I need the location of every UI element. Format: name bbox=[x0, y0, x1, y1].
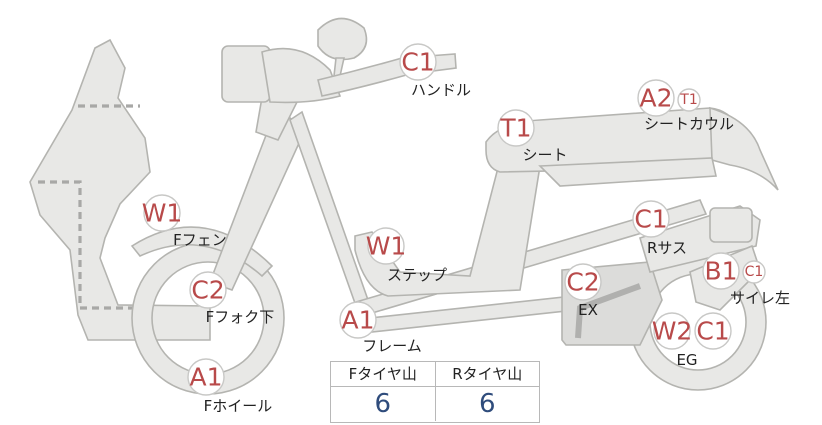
front-tread-value: 6 bbox=[374, 389, 392, 419]
label-f-wheel: Fホイール bbox=[204, 397, 273, 415]
mirror-shape bbox=[317, 17, 368, 61]
grade-exhaust: C2 bbox=[566, 268, 599, 297]
rear-tread-value: 6 bbox=[434, 387, 540, 421]
tread-table-header-row: Fタイヤ山 Rタイヤ山 bbox=[331, 362, 539, 387]
callout-muffler: B1 C1 サイレ左 bbox=[702, 252, 790, 307]
grade2-muffler: C1 bbox=[745, 264, 764, 280]
callout-exhaust: C2 EX bbox=[564, 263, 602, 319]
label-seat: シート bbox=[522, 146, 567, 164]
air-box-shape bbox=[709, 207, 753, 243]
callout-f-fork: C2 Fフォク下 bbox=[189, 271, 275, 326]
tire-tread-table: Fタイヤ山 Rタイヤ山 6 6 bbox=[330, 361, 540, 423]
callout-r-suspension: C1 Rサス bbox=[632, 200, 687, 257]
callout-engine: W2 C1 EG bbox=[652, 312, 732, 369]
grade-muffler: B1 bbox=[704, 257, 737, 286]
grade-f-wheel: A1 bbox=[189, 363, 222, 392]
grade-engine: W2 bbox=[652, 317, 693, 346]
grade-step: W1 bbox=[366, 232, 407, 261]
seat-cowl-shape bbox=[709, 106, 779, 191]
label-engine: EG bbox=[676, 351, 697, 369]
tail-shape bbox=[538, 157, 717, 187]
grade-seat: T1 bbox=[499, 114, 531, 143]
label-f-fender: Fフェン bbox=[173, 231, 227, 249]
grade-seat-cowl: A2 bbox=[639, 84, 672, 113]
label-exhaust: EX bbox=[578, 301, 598, 319]
label-f-fork: Fフォク下 bbox=[206, 308, 275, 326]
grade-frame: A1 bbox=[341, 306, 374, 335]
tread-table-value-row: 6 6 bbox=[331, 387, 539, 421]
label-muffler: サイレ左 bbox=[730, 289, 790, 307]
callout-seat: T1 シート bbox=[497, 109, 568, 164]
grade-f-fender: W1 bbox=[142, 199, 183, 228]
step-shape bbox=[354, 159, 541, 297]
callout-handle: C1 ハンドル bbox=[399, 43, 471, 99]
exhaust-pipe-shape bbox=[575, 283, 642, 339]
label-handle: ハンドル bbox=[411, 81, 471, 99]
callout-frame: A1 フレーム bbox=[339, 301, 422, 355]
callout-f-fender: W1 Fフェン bbox=[142, 194, 227, 249]
grade-r-suspension: C1 bbox=[634, 205, 667, 234]
grade-f-fork: C2 bbox=[191, 276, 224, 305]
callout-f-wheel: A1 Fホイール bbox=[187, 358, 273, 415]
grade2-seat-cowl: T1 bbox=[679, 92, 697, 108]
callout-seat-cowl: A2 T1 シートカウル bbox=[637, 79, 734, 133]
label-step: ステップ bbox=[387, 266, 447, 284]
label-r-suspension: Rサス bbox=[647, 239, 687, 257]
label-frame: フレーム bbox=[362, 337, 422, 355]
front-cowl-dashed-lines bbox=[38, 104, 140, 310]
front-cowl-shape bbox=[29, 38, 211, 341]
rear-tread-header: Rタイヤ山 bbox=[434, 362, 539, 387]
label-seat-cowl: シートカウル bbox=[644, 115, 734, 133]
callout-step: W1 ステップ bbox=[366, 227, 447, 284]
grade2-engine: C1 bbox=[696, 317, 729, 346]
front-tread-header: Fタイヤ山 bbox=[331, 362, 435, 387]
grade-handle: C1 bbox=[401, 48, 434, 77]
